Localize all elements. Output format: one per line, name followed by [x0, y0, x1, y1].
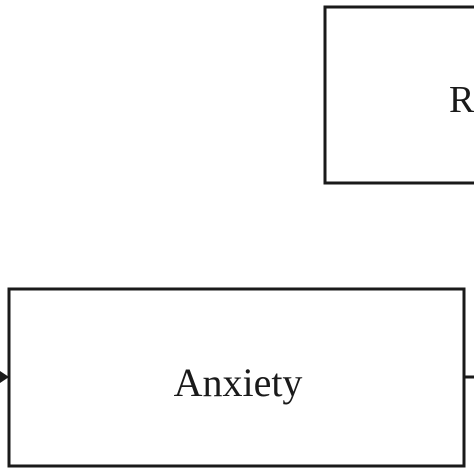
node-top-right: R: [323, 5, 474, 185]
edge-into-anxiety-arrowhead: [0, 371, 9, 383]
edge-into-anxiety: [0, 371, 9, 383]
node-anxiety: Anxiety: [7, 287, 466, 468]
node-top-right-box: [323, 5, 474, 185]
node-top-right-label: R: [449, 79, 474, 121]
node-anxiety-label: Anxiety: [174, 360, 303, 405]
node-anxiety-box: [7, 287, 466, 468]
